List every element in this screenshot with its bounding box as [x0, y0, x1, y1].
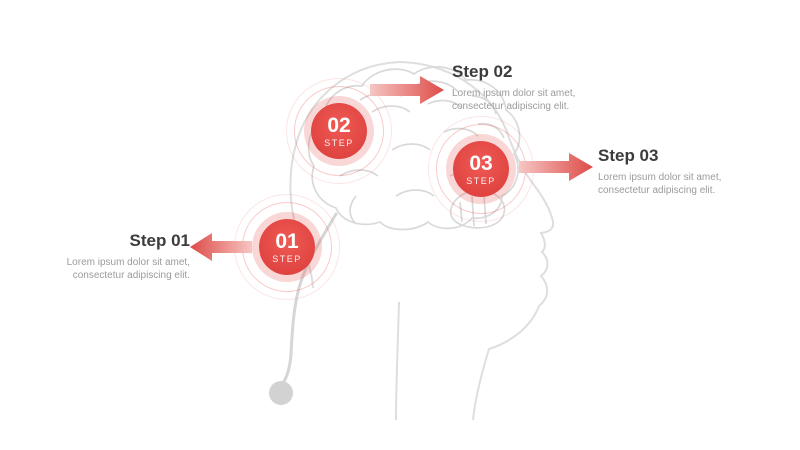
step-02-description-line2: consectetur adipiscing elit.	[452, 100, 570, 112]
step-03-text: Step 03 Lorem ipsum dolor sit amet, cons…	[598, 146, 773, 197]
step-03-circle: 03 STEP	[453, 141, 509, 197]
step-02-badge: STEP	[324, 137, 354, 148]
step-02-ring-mid	[294, 86, 384, 176]
step-03-number: 03	[469, 151, 493, 175]
step-01-circle: 01 STEP	[259, 219, 315, 275]
step-01-arrow	[190, 233, 252, 261]
step-02-description: Lorem ipsum dolor sit amet, consectetur …	[452, 87, 627, 113]
step-03-description-line1: Lorem ipsum dolor sit amet,	[598, 171, 722, 183]
step-02-description-line1: Lorem ipsum dolor sit amet,	[452, 87, 576, 99]
step-03-badge: STEP	[466, 175, 496, 186]
step-03-description-line2: consectetur adipiscing elit.	[598, 184, 716, 196]
step-02-title: Step 02	[452, 62, 513, 81]
step-03-title: Step 03	[598, 146, 659, 165]
step-03-description: Lorem ipsum dolor sit amet, consectetur …	[598, 171, 773, 197]
stem-blob	[269, 381, 293, 405]
step-01-description: Lorem ipsum dolor sit amet, consectetur …	[15, 256, 190, 282]
step-01-title: Step 01	[129, 231, 190, 250]
step-01-description-line2: consectetur adipiscing elit.	[72, 269, 190, 281]
step-02-arrow	[370, 76, 444, 104]
step-01-marker: 01 STEP	[232, 192, 342, 302]
step-03-arrow	[519, 153, 593, 181]
step-02-text: Step 02 Lorem ipsum dolor sit amet, cons…	[452, 62, 627, 113]
step-02-circle: 02 STEP	[311, 103, 367, 159]
step-02-number: 02	[327, 113, 351, 137]
step-01-badge: STEP	[272, 253, 302, 264]
step-01-description-line1: Lorem ipsum dolor sit amet,	[66, 256, 190, 268]
step-01-number: 01	[275, 229, 299, 253]
step-02-marker: 02 STEP	[284, 76, 394, 186]
step-01-text: Step 01 Lorem ipsum dolor sit amet, cons…	[15, 231, 190, 282]
step-02-ring-outer	[286, 78, 392, 184]
